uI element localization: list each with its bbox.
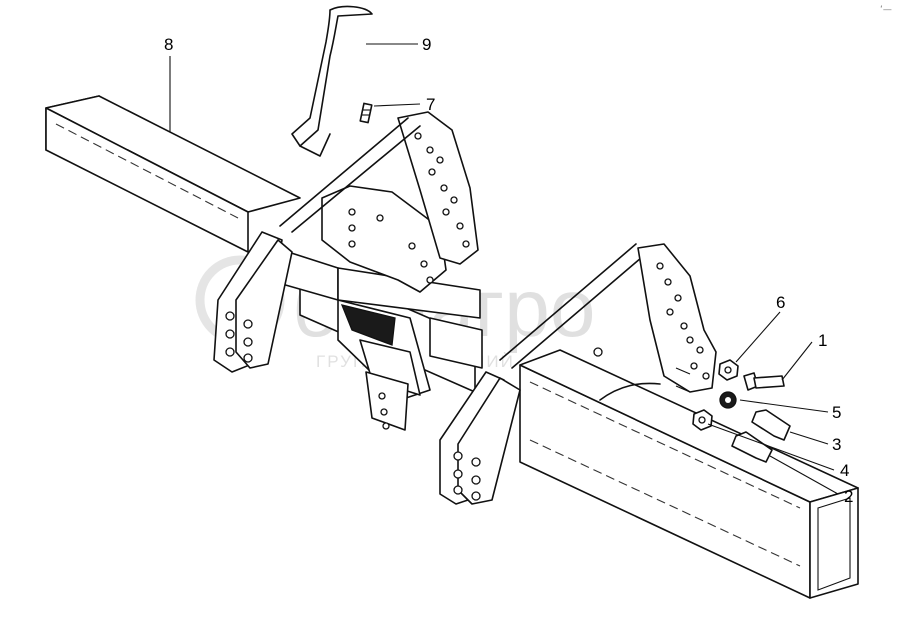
- callout-9: 9: [422, 35, 431, 54]
- hitch-lower-face: [359, 339, 421, 396]
- callout-6: 6: [776, 293, 785, 312]
- right-plate-rear: [637, 243, 717, 393]
- hitch-top: [337, 267, 481, 319]
- right-bracket-strap: [499, 243, 649, 369]
- part-7-pin: [359, 102, 373, 124]
- fasteners: [675, 359, 791, 463]
- bolt-2: [731, 431, 773, 463]
- beam-bracket-curve: [599, 382, 661, 401]
- centre-hitch-body: [281, 249, 483, 431]
- lever-foot: [299, 133, 331, 157]
- hitch-opening: [340, 304, 396, 346]
- beam-right-end: [809, 487, 859, 599]
- bolt-1-shank: [753, 375, 785, 389]
- leader-1: [781, 341, 813, 381]
- beam-front-left: [45, 107, 249, 253]
- part-9-lever: [291, 5, 373, 157]
- hitch-rear-box: [429, 317, 483, 369]
- callout-3: 3: [832, 435, 841, 454]
- callout-7: 7: [426, 95, 435, 114]
- leader-4: [707, 423, 835, 471]
- callout-8: 8: [164, 35, 173, 54]
- bracket-holes: [348, 132, 470, 284]
- right-hanger-plates: [439, 371, 521, 505]
- leader-lines: [169, 43, 839, 495]
- beam-right-end-inner: [817, 497, 851, 591]
- lever-body: [291, 5, 373, 147]
- leader-7: [373, 103, 421, 107]
- left-hanger-plates: [213, 231, 293, 373]
- bolt-3: [751, 409, 791, 441]
- leader-5: [739, 399, 829, 413]
- callout-2: 2: [844, 487, 853, 506]
- corner-mark: ʻ—: [880, 5, 892, 15]
- leader-3: [789, 431, 829, 445]
- callout-labels: 8 9 7 6 1 5 3 4 2: [164, 35, 853, 506]
- bracket-strap: [279, 117, 421, 233]
- right-mount-bracket: [499, 243, 717, 393]
- callout-4: 4: [840, 461, 849, 480]
- callout-5: 5: [832, 403, 841, 422]
- leader-2: [769, 455, 839, 495]
- right-hanger-inner: [457, 377, 521, 505]
- left-mount-bracket: [279, 111, 479, 293]
- hitch-lower-plate: [365, 371, 409, 431]
- hanger-plate-inner: [235, 239, 293, 369]
- leader-6: [735, 311, 781, 363]
- callout-1: 1: [818, 331, 827, 350]
